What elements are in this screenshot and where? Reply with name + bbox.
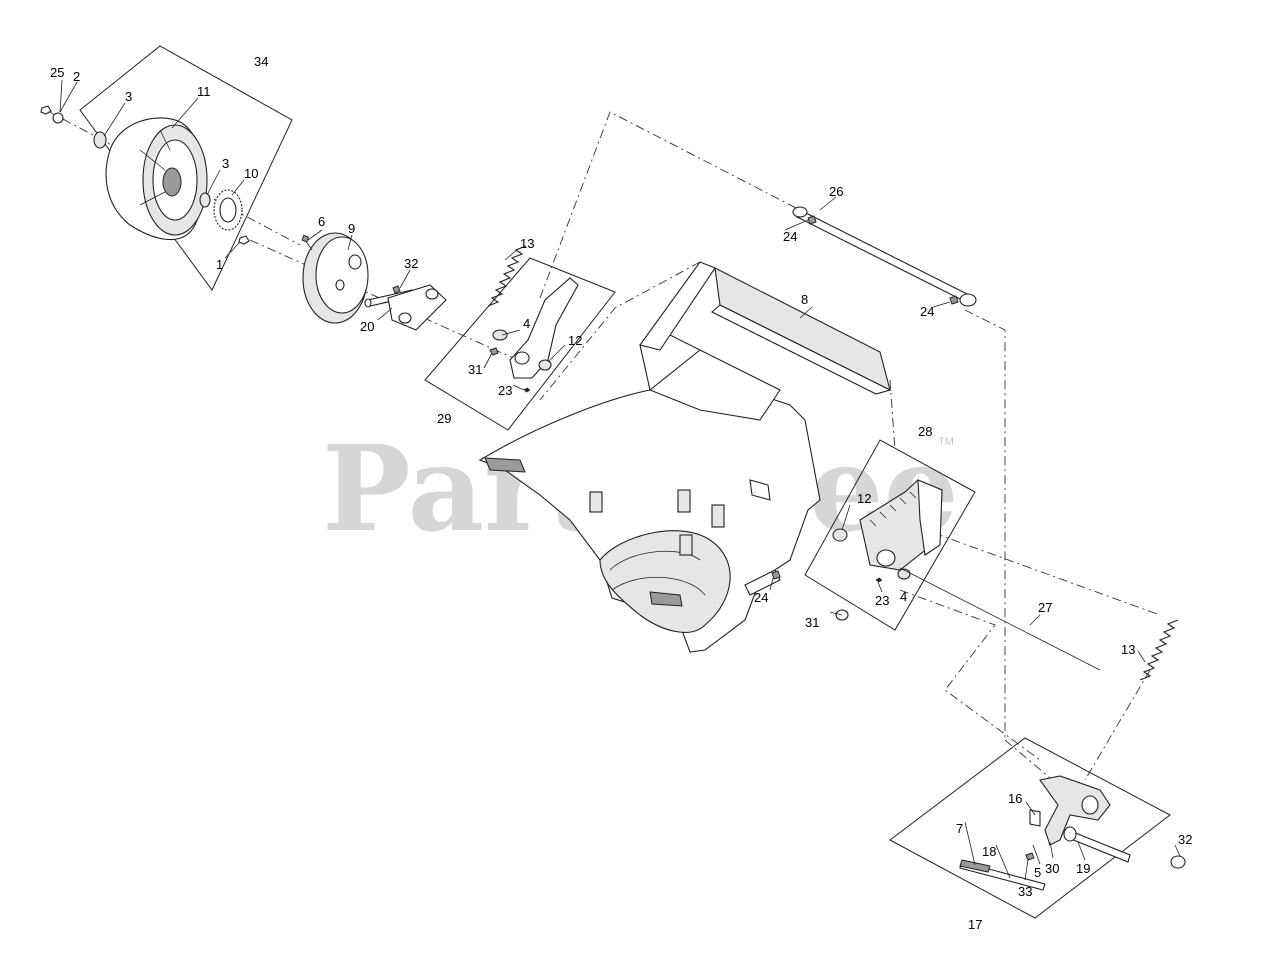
alignment-line (889, 379, 896, 451)
callout-label: 10 (244, 166, 258, 181)
bolt-icon (1170, 855, 1186, 869)
bearing-icon (832, 528, 848, 542)
rear-axle-rod (792, 206, 977, 307)
callout-label: 20 (360, 319, 374, 334)
callout-label: 5 (1034, 865, 1041, 880)
hub-cap (301, 232, 369, 324)
callout-label: 4 (523, 316, 530, 331)
bearing-icon (93, 131, 107, 149)
alignment-line (897, 519, 1161, 616)
callout-label: 3 (222, 156, 229, 171)
callout-label: 17 (968, 917, 982, 932)
callout-label: 24 (920, 304, 934, 319)
callout-label: 34 (254, 54, 268, 69)
callout-label: 1 (216, 257, 223, 272)
bolt-icon (301, 234, 310, 243)
callout-label: 13 (1121, 642, 1135, 657)
spring-icon (1139, 619, 1179, 681)
callout-label: 32 (1178, 832, 1192, 847)
callout-label: 28 (918, 424, 932, 439)
callout-label: 23 (498, 383, 512, 398)
washer-icon (52, 112, 64, 124)
callout-label: 24 (754, 590, 768, 605)
lever-assembly (959, 775, 1186, 891)
callout-label: 24 (783, 229, 797, 244)
callout-label: 8 (801, 292, 808, 307)
alignment-line (1084, 669, 1151, 781)
callout-label: 29 (437, 411, 451, 426)
bolt-icon (392, 285, 401, 294)
bearing-icon (538, 359, 552, 371)
nut-icon (238, 235, 250, 245)
callout-label: 23 (875, 593, 889, 608)
spring-icon (487, 245, 527, 307)
callout-label: 30 (1045, 861, 1059, 876)
bearing-icon (199, 192, 211, 208)
callout-label: 9 (348, 221, 355, 236)
height-adjuster-left-box (424, 257, 616, 431)
callout-label: 31 (805, 615, 819, 630)
alignment-line (899, 589, 1041, 761)
leader-lines (59, 79, 1181, 881)
callout-label: 4 (900, 589, 907, 604)
height-adjuster-right (829, 479, 943, 621)
callout-label: 12 (568, 333, 582, 348)
rear-flap (711, 267, 892, 395)
callouts: 25 2 34 3 11 3 10 6 9 1 32 20 13 4 12 31… (50, 54, 1192, 932)
callout-label: 16 (1008, 791, 1022, 806)
nut-icon (40, 105, 52, 115)
callout-label: 6 (318, 214, 325, 229)
callout-label: 19 (1076, 861, 1090, 876)
alignment-line (539, 261, 701, 401)
lever-assembly-box (889, 737, 1171, 919)
callout-label: 31 (468, 362, 482, 377)
callout-label: 18 (982, 844, 996, 859)
spring-clip-icon (523, 387, 531, 393)
callout-label: 33 (1018, 884, 1032, 899)
spring-clip-icon (875, 577, 883, 583)
callout-label: 27 (1038, 600, 1052, 615)
callout-label: 11 (197, 84, 211, 99)
nut-icon (807, 215, 817, 225)
height-adjuster-left (489, 277, 579, 393)
callout-label: 13 (520, 236, 534, 251)
callout-label: 12 (857, 491, 871, 506)
alignment-line (964, 309, 1006, 740)
wheel-assembly (40, 105, 250, 245)
callout-label: 26 (829, 184, 843, 199)
adjuster-rod (899, 567, 1101, 671)
callout-label: 7 (956, 821, 963, 836)
height-adjuster-right-box (804, 439, 976, 631)
nut-icon (949, 295, 959, 305)
axle-and-bracket (364, 284, 447, 331)
callout-label: 2 (73, 69, 80, 84)
callout-label: 3 (125, 89, 132, 104)
alignment-line (539, 111, 801, 299)
mower-deck (478, 261, 821, 653)
callout-label: 32 (404, 256, 418, 271)
washer-icon (897, 568, 911, 580)
callout-label: 25 (50, 65, 64, 80)
watermark-trademark: TM (938, 436, 954, 448)
nut-icon (771, 570, 781, 580)
washer-icon (492, 329, 508, 341)
